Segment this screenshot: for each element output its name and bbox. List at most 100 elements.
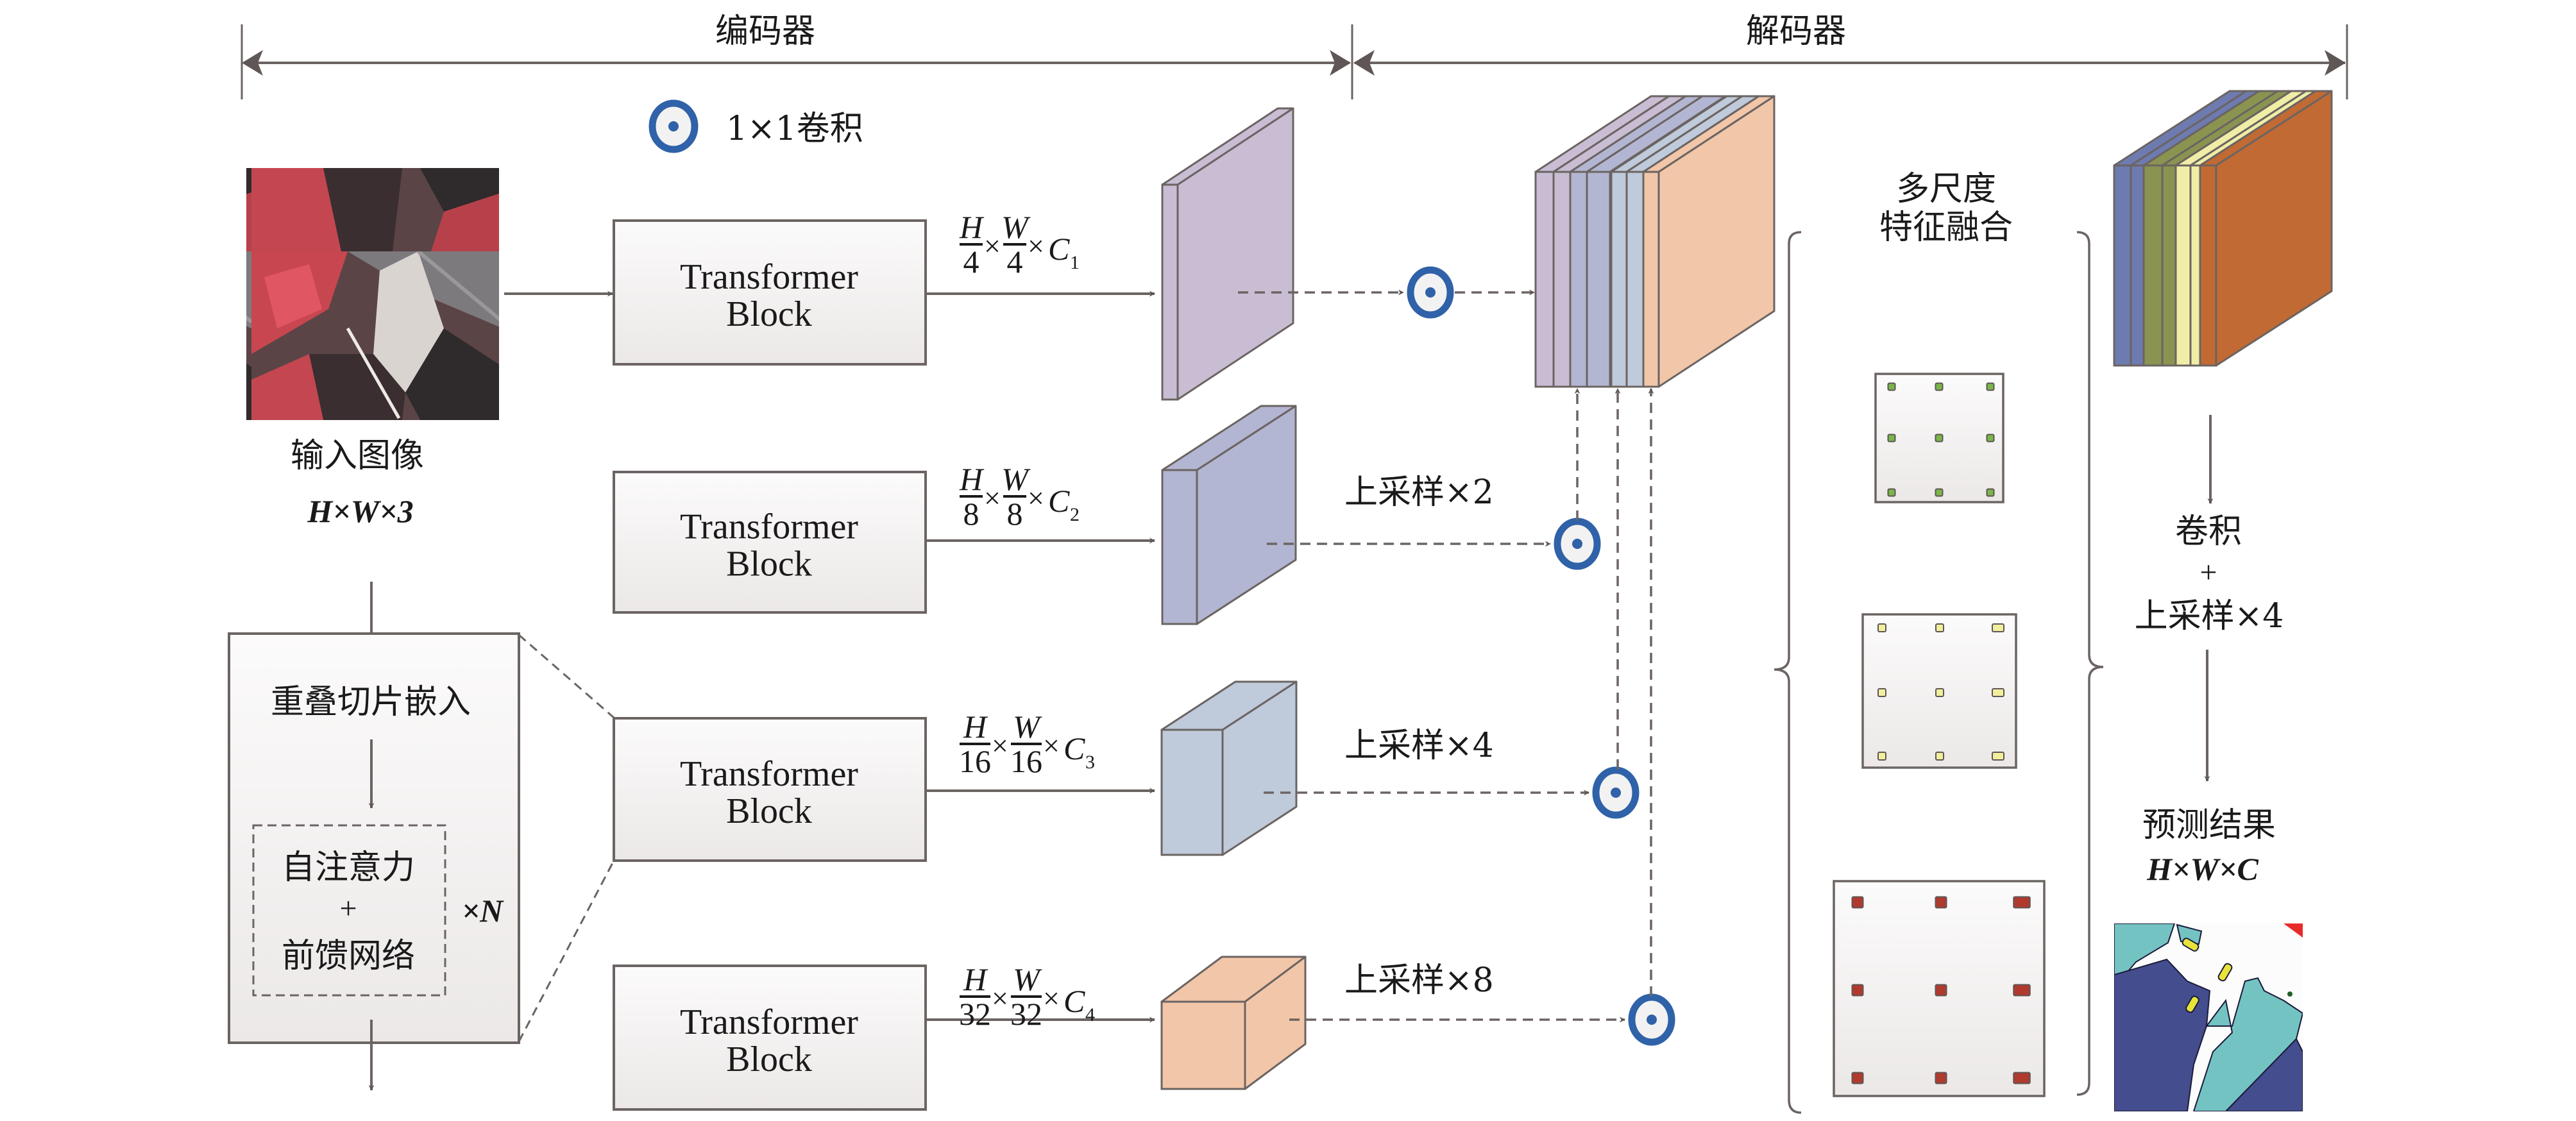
svg-text:×: × [984, 482, 1001, 514]
svg-text:W: W [1013, 961, 1042, 997]
fusion-grid-point [1935, 984, 1947, 997]
detail-plus-label: + [339, 891, 357, 925]
fusion-grid-point [1877, 688, 1886, 697]
fusion-grid-point [1887, 488, 1896, 497]
transformer-block-title: Transformer [680, 754, 858, 794]
encoder-span-indicator: 编码器 [241, 12, 1353, 99]
fusion-grid-point [2013, 896, 2031, 909]
output-shape: H×W×C [2146, 851, 2258, 887]
svg-text:×: × [992, 729, 1008, 762]
svg-text:×: × [1028, 230, 1044, 262]
svg-text:H: H [963, 709, 988, 745]
concatenated-feature-stack [1455, 95, 1775, 997]
conv1x1-circle-icon [1628, 993, 1675, 1046]
legend: 1×1卷积 [648, 99, 863, 153]
fusion-grid-2 [1861, 613, 2017, 769]
legend-label: 1×1卷积 [726, 110, 863, 148]
fusion-grid-point [2013, 1072, 2031, 1084]
svg-text:×: × [984, 230, 1001, 262]
feature-map-3 [1160, 680, 1298, 856]
svg-text:H: H [963, 961, 988, 997]
input-image-label: 输入图像 [291, 437, 424, 475]
svg-text:C: C [1048, 231, 1070, 267]
output-slab-7 [2199, 90, 2333, 367]
fusion-right-brace [2076, 231, 2104, 1096]
encoder-label: 编码器 [715, 12, 815, 51]
fusion-grid-point [1887, 382, 1896, 391]
zoom-guide-bottom [518, 860, 615, 1042]
head-conv-label: 卷积 [2175, 512, 2242, 551]
svg-text:4: 4 [963, 244, 979, 280]
decoder-left-arrow-icon [1353, 50, 1375, 76]
conv1x1-circle-icon [1554, 518, 1601, 570]
svg-text:4: 4 [1007, 244, 1023, 280]
svg-text:8: 8 [963, 496, 979, 532]
input-image-shape: H×W×3 [307, 493, 413, 529]
decoder-label: 解码器 [1746, 12, 1846, 51]
svg-text:C: C [1048, 483, 1070, 519]
fusion-grid-point [1851, 984, 1864, 997]
self-attention-label: 自注意力 [282, 848, 415, 887]
patch-embed-label: 重叠切片嵌入 [271, 683, 471, 721]
fusion-grid-point [1851, 896, 1864, 909]
fusion-title-line1: 多尺度 [1896, 170, 1996, 208]
svg-text:32: 32 [959, 996, 991, 1032]
svg-text:1: 1 [1070, 252, 1080, 273]
fusion-grid-point [1935, 382, 1944, 391]
fusion-grid-point [1877, 752, 1886, 761]
output-label: 预测结果 [2142, 806, 2276, 845]
fusion-grid-3 [1833, 880, 2046, 1097]
svg-text:C: C [1063, 983, 1085, 1019]
svg-text:H: H [959, 461, 985, 497]
fusion-grid-point [1986, 382, 1995, 391]
fusion-grid-point [1986, 488, 1995, 497]
fusion-grid-point [1877, 623, 1886, 632]
transformer-block-title: Transformer [680, 1002, 858, 1042]
fusion-grid-point [1935, 688, 1944, 697]
fusion-grid-point [1935, 896, 1947, 909]
transformer-block-title: Transformer [680, 507, 858, 547]
input-image [246, 168, 499, 420]
svg-text:W: W [1013, 709, 1042, 745]
encoder-left-arrow-icon [242, 50, 263, 76]
fusion-grid-point [1992, 623, 2004, 632]
fusion-grid-point [1935, 434, 1944, 442]
concat-slab-7 [1642, 95, 1775, 388]
conv1x1-circle-icon [1407, 266, 1454, 319]
upsample-x4-label: 上采样×4 [1344, 727, 1494, 765]
output-feature-stack [2113, 90, 2333, 367]
svg-text:C: C [1063, 730, 1085, 766]
svg-text:×: × [1028, 482, 1044, 514]
fusion-grid-point [1935, 488, 1944, 497]
conv1x1-circle-icon [648, 99, 699, 153]
fusion-left-brace [1774, 231, 1802, 1114]
zoom-guide-top [518, 634, 614, 719]
svg-text:32: 32 [1010, 996, 1042, 1032]
prediction-map-image [2114, 923, 2303, 1111]
svg-text:H: H [959, 209, 985, 245]
transformer-layer-dashed-box [252, 824, 446, 997]
transformer-block-subtitle: Block [726, 294, 812, 334]
decoder-right-arrow-icon [2325, 50, 2346, 76]
transformer-block-title: Transformer [680, 257, 858, 297]
fusion-grid-point [1992, 752, 2004, 761]
svg-text:16: 16 [959, 743, 991, 779]
fusion-grid-point [1935, 623, 1944, 632]
svg-text:×: × [1043, 982, 1060, 1015]
upsample-x2-label: 上采样×2 [1344, 473, 1494, 512]
fusion-grid-point [1851, 1072, 1864, 1084]
transformer-block-box [613, 717, 927, 862]
fusion-grid-point [1887, 434, 1896, 442]
conv1x1-circle-icon [1592, 766, 1640, 819]
svg-text:W: W [1001, 209, 1031, 245]
head-upsample-label: 上采样×4 [2135, 597, 2284, 636]
transformer-block-box [613, 965, 927, 1111]
